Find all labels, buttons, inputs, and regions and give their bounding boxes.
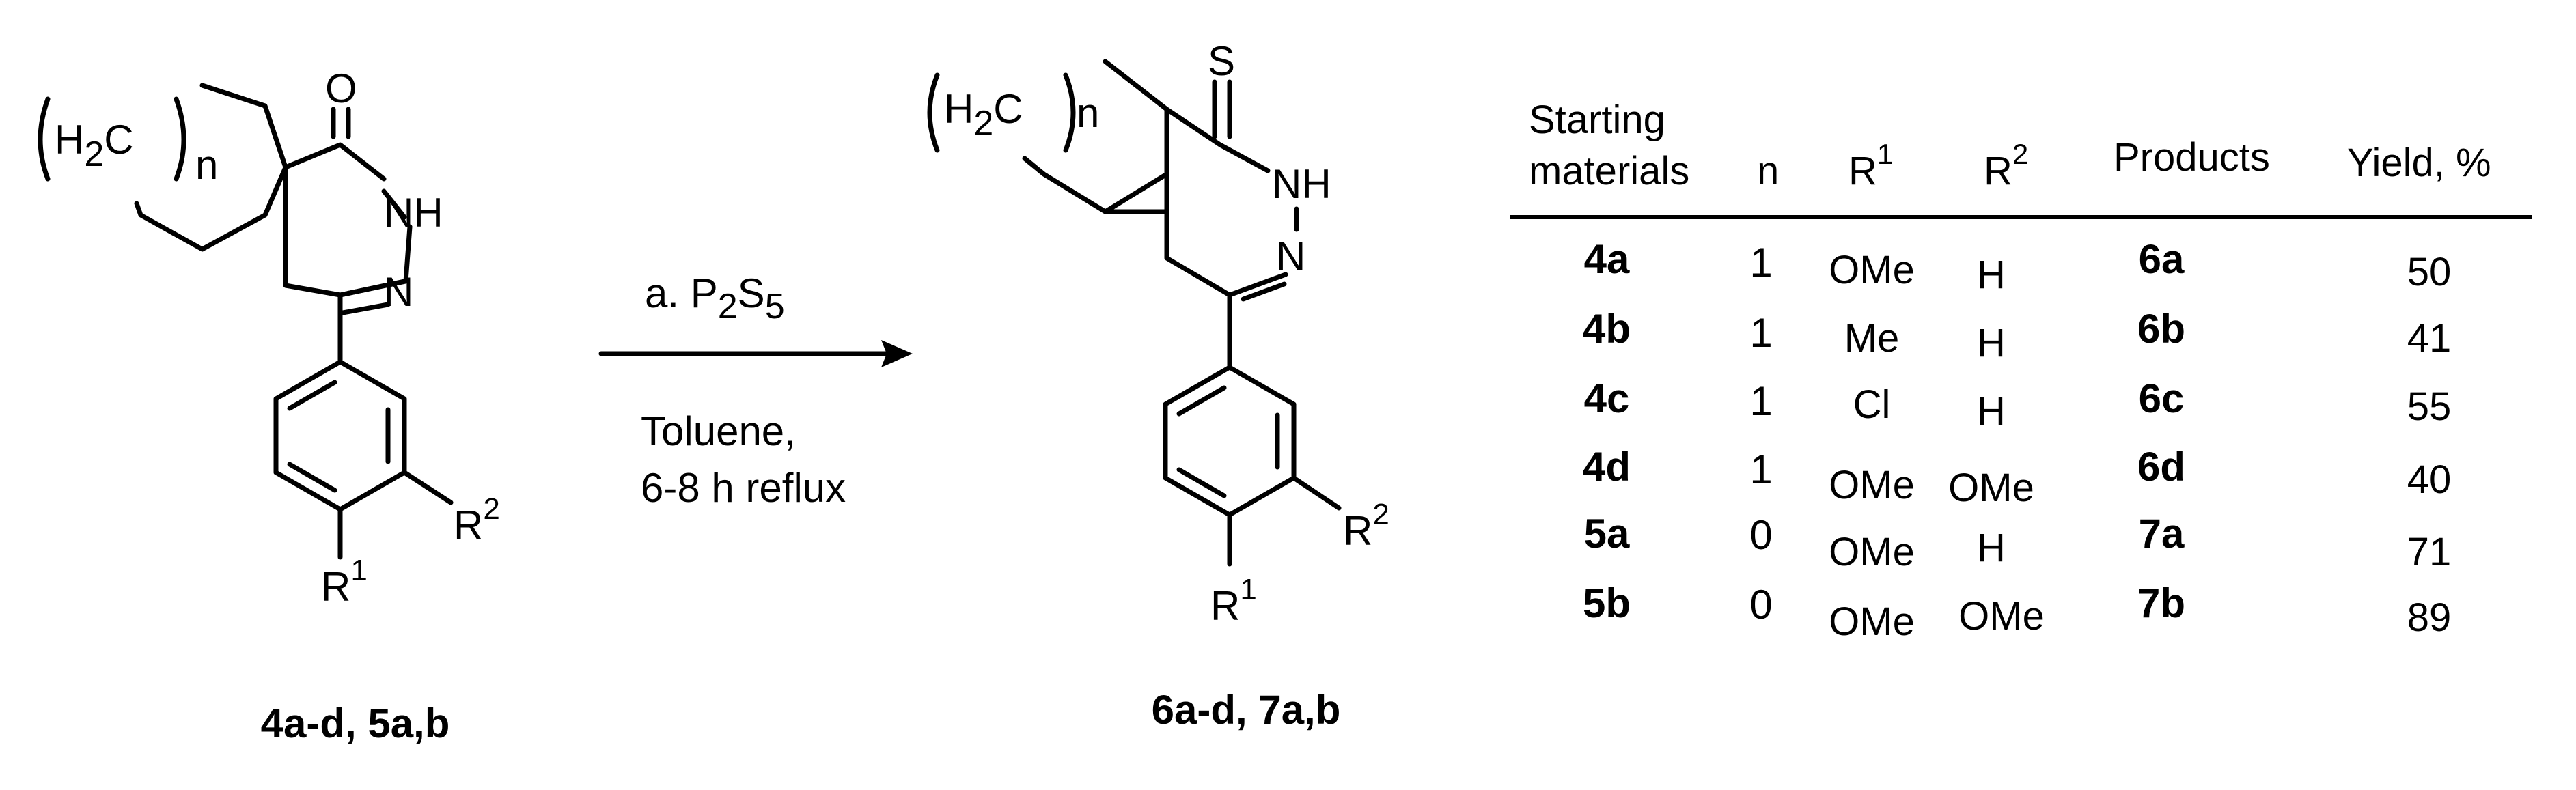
cell-n: 1 (1749, 310, 1772, 356)
reactant-ch2-label: H2C (55, 117, 134, 174)
cell-yield: 89 (2407, 595, 2452, 640)
product-r2-label: R2 (1343, 498, 1389, 554)
product-index-n: n (1077, 90, 1099, 136)
reactant-nn-bond (381, 188, 407, 220)
table-row: 5a 0 OMe H 7a 71 (1584, 511, 2452, 574)
product-n-label: N (1276, 234, 1305, 279)
cell-n: 1 (1749, 447, 1772, 492)
header-products: Products (2114, 135, 2270, 180)
cell-starting: 4a (1584, 236, 1630, 282)
cell-starting: 4d (1583, 444, 1631, 490)
reactant-right-bracket (174, 96, 186, 182)
product-left-bracket (927, 72, 940, 153)
cell-yield: 41 (2407, 316, 2452, 361)
header-yield: Yield, % (2347, 141, 2491, 185)
product-cycloalkane-bonds (1022, 59, 1169, 214)
header-r2: R2 (1984, 138, 2028, 193)
reactant-r2-bond (402, 470, 454, 505)
product-spiro-bonds (1103, 107, 1169, 214)
reagent-label: a. P2S5 (645, 270, 785, 326)
product-thiadiazine-bonds (1164, 107, 1299, 298)
product-r1-label: R1 (1210, 573, 1257, 629)
reactant-cn-double-bond-inner (340, 302, 391, 315)
header-starting-line2: materials (1529, 149, 1689, 193)
cell-r1: OMe (1829, 248, 1915, 292)
cell-r1: Cl (1853, 382, 1891, 427)
table-row: 5b 0 OMe OMe 7b 89 (1583, 580, 2451, 644)
product-benzene-inner-1 (1176, 385, 1227, 417)
reactant-r2-label: R2 (454, 492, 500, 548)
cell-n: 1 (1749, 240, 1772, 285)
product-cn-double-bond-inner (1241, 281, 1287, 302)
cell-product: 7b (2137, 580, 2185, 626)
cell-r2: H (1977, 526, 2006, 570)
cell-starting: 4c (1584, 376, 1630, 421)
time-label: 6-8 h reflux (641, 465, 846, 511)
product-ch2-label: H2C (944, 86, 1023, 143)
solvent-label: Toluene, (641, 408, 796, 454)
cell-yield: 40 (2407, 457, 2452, 502)
product-caption: 6a-d, 7a,b (1152, 687, 1341, 733)
cell-r1: OMe (1829, 599, 1915, 644)
cell-n: 1 (1749, 378, 1772, 424)
cell-yield: 55 (2407, 384, 2452, 429)
reactant-oxygen-label: O (325, 66, 357, 111)
cell-product: 7a (2139, 511, 2185, 556)
reactant-benzene-ring (273, 359, 407, 512)
cell-product: 6d (2137, 444, 2185, 490)
cell-product: 6b (2137, 306, 2185, 352)
reactant-caption: 4a-d, 5a,b (261, 701, 450, 746)
product-sulfur-label: S (1208, 38, 1235, 84)
table-row: 4a 1 OMe H 6a 50 (1584, 236, 2452, 297)
cell-n: 0 (1749, 512, 1772, 558)
cell-r1: OMe (1829, 530, 1915, 574)
reaction-arrow-head (881, 340, 913, 367)
cell-starting: 4b (1583, 306, 1631, 352)
product-r2-bond (1291, 475, 1342, 511)
cell-yield: 71 (2407, 530, 2452, 574)
table-row: 4b 1 Me H 6b 41 (1583, 306, 2451, 365)
reactant-cn-double-bond (337, 279, 407, 298)
reactant-n-label: N (384, 269, 413, 315)
yield-table: Starting materials n R1 R2 Products Yiel… (1510, 98, 2532, 644)
table-row: 4d 1 OMe OMe 6d 40 (1583, 444, 2451, 510)
cell-product: 6c (2139, 376, 2185, 421)
cell-r1: Me (1844, 316, 1900, 361)
cell-r2: OMe (1948, 466, 2034, 510)
reactant-structure (38, 83, 454, 560)
product-benzene-inner-3 (1176, 467, 1227, 498)
cell-n: 0 (1749, 582, 1772, 627)
reactant-left-bracket (38, 96, 51, 182)
reactant-r1-label: R1 (321, 554, 368, 610)
product-right-bracket (1063, 72, 1076, 153)
product-benzene-ring (1163, 365, 1297, 518)
reactant-benzene-inner-1 (287, 380, 337, 411)
product-nh-label: NH (1272, 161, 1331, 207)
cell-r2: H (1977, 253, 2006, 297)
header-r1: R1 (1848, 138, 1893, 193)
cell-r1: OMe (1829, 463, 1915, 507)
reactant-nh-label: NH (384, 190, 443, 236)
reactant-benzene-inner-3 (287, 462, 337, 493)
cell-r2: H (1977, 389, 2006, 434)
cell-starting: 5b (1583, 580, 1631, 626)
cell-product: 6a (2139, 236, 2185, 282)
reactant-cycloalkane-bonds (134, 83, 288, 252)
cell-r2: H (1977, 321, 2006, 365)
header-starting-line1: Starting (1529, 98, 1665, 142)
table-row: 4c 1 Cl H 6c 55 (1584, 376, 2452, 434)
cell-r2: OMe (1958, 594, 2045, 638)
product-structure (927, 59, 1342, 567)
header-n: n (1757, 149, 1779, 193)
cell-starting: 5a (1584, 511, 1630, 556)
reactant-index-n: n (195, 142, 218, 188)
cell-yield: 50 (2407, 250, 2452, 294)
